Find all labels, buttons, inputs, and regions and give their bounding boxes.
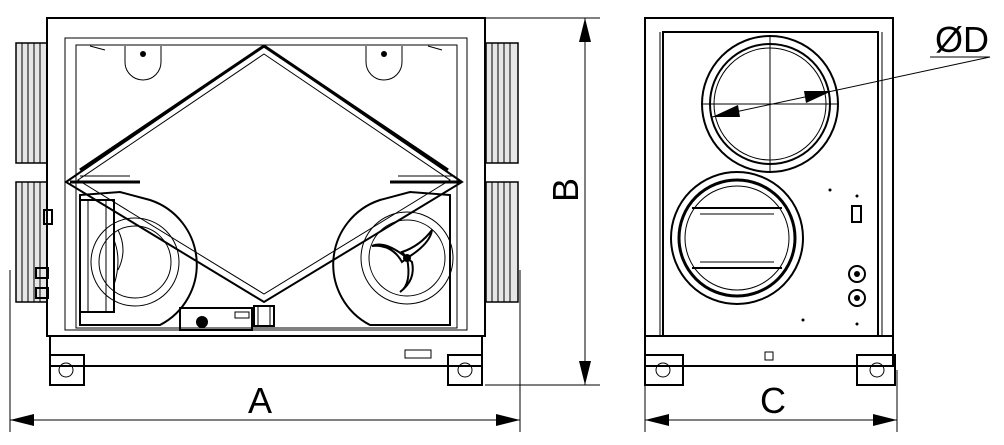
top-bracket-right [365, 45, 443, 81]
side-foot-right [856, 354, 896, 386]
side-switch [851, 205, 862, 223]
dimension-b-label: B [545, 178, 586, 202]
front-plinth [49, 335, 483, 367]
side-view [644, 17, 896, 386]
sensor-connector [253, 305, 275, 327]
dimension-d: ØD [711, 19, 991, 118]
left-spigot-upper [15, 42, 48, 164]
front-casing-chamber [75, 44, 458, 329]
dimension-b: B [485, 17, 600, 386]
controller-box [179, 307, 253, 331]
side-plinth [644, 335, 894, 367]
front-casing-outer [46, 17, 486, 337]
front-foot-right [447, 354, 483, 386]
fan-left [79, 190, 198, 326]
side-connector [35, 209, 53, 299]
dimension-d-label: ØD [935, 19, 989, 60]
drain-outlet [404, 349, 432, 359]
dimension-a-label: A [248, 380, 272, 421]
right-spigot-upper [485, 42, 519, 164]
front-view [15, 17, 519, 386]
dimension-c-label: C [760, 380, 786, 421]
fan-right [332, 190, 454, 326]
dimension-a: A [9, 270, 521, 432]
heat-exchanger [64, 44, 464, 304]
side-casing-outer [644, 17, 894, 337]
dimension-c: C [644, 370, 898, 432]
side-foot-left [644, 354, 684, 386]
front-foot-left [49, 354, 85, 386]
cable-gland-lower [848, 289, 866, 307]
left-spigot-lower [15, 181, 48, 303]
cable-gland-upper [848, 265, 866, 283]
side-spigot-lower [670, 171, 804, 305]
front-casing-inner [64, 37, 468, 331]
top-bracket-left [89, 45, 162, 81]
right-spigot-lower [485, 181, 519, 303]
